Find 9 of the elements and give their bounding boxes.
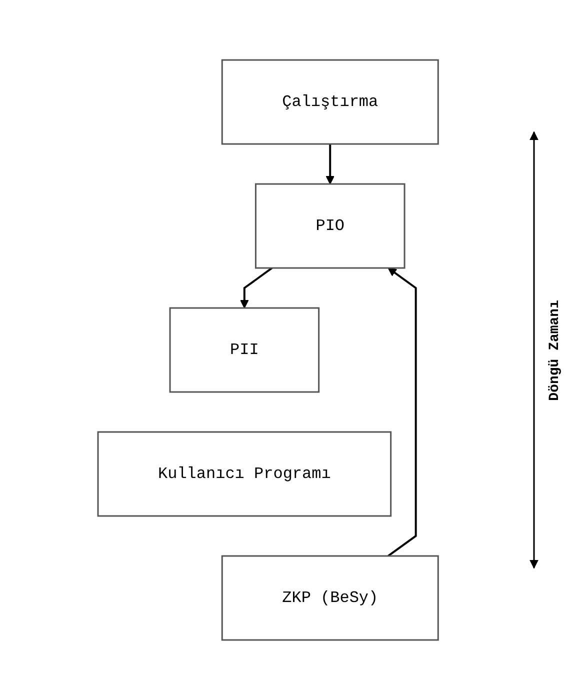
node-box: ZKP (BeSy) [222,555,440,641]
node-box: PIO [255,183,406,269]
node-box: PII [170,307,320,393]
node-box: Çalıştırma [222,59,440,145]
arrow [388,268,418,557]
arrow [240,267,274,308]
node-box: Kullanıcı Programı [98,431,392,517]
dimension-label: Döngü Zamanı [547,300,563,400]
arrow [326,144,335,184]
